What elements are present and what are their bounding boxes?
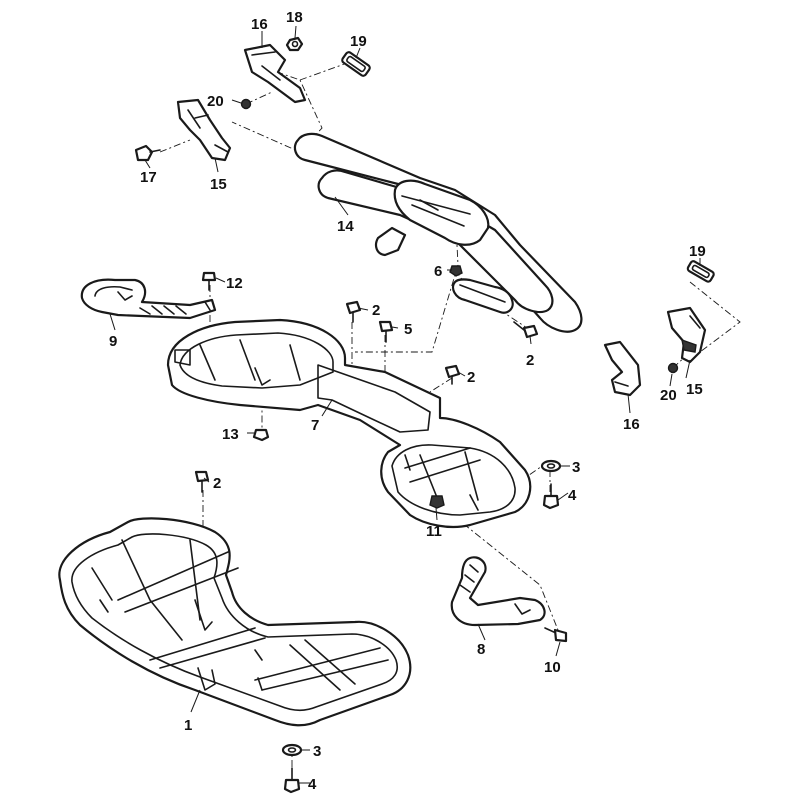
callout-2-upper: 2: [372, 302, 380, 319]
callout-20-right: 20: [660, 387, 677, 404]
callout-15-right: 15: [686, 381, 703, 398]
bolt-2-lower: [194, 470, 210, 493]
right-side-handle: [450, 556, 546, 627]
callout-4-right: 4: [568, 487, 577, 504]
callout-1: 1: [184, 717, 192, 734]
bolt-5: [378, 320, 394, 343]
bolt-4-right: [542, 483, 560, 510]
callout-19-top: 19: [350, 33, 367, 50]
callout-8: 8: [477, 641, 485, 658]
bolt-2-rack: [444, 364, 461, 385]
nut-13: [252, 428, 270, 442]
bolt-4-bottom: [283, 767, 301, 794]
reflectors: [341, 51, 715, 283]
callout-19-right: 19: [689, 243, 706, 260]
grab-bar: [293, 132, 583, 333]
callout-12: 12: [226, 275, 243, 292]
bolt-2-upper: [345, 300, 362, 323]
nut-18: [285, 36, 304, 52]
callout-5: 5: [404, 321, 412, 338]
callout-11: 11: [426, 523, 442, 540]
callout-13: 13: [222, 426, 239, 443]
washer-3-right: [540, 459, 562, 473]
callout-2-right: 2: [526, 352, 534, 369]
callout-16-top: 16: [251, 16, 268, 33]
callout-14: 14: [337, 218, 354, 235]
callout-18: 18: [286, 9, 303, 26]
nut-20-right: [667, 362, 679, 374]
callout-20-left: 20: [207, 93, 224, 110]
callout-10: 10: [544, 659, 561, 676]
bolt-12: [201, 271, 217, 291]
leader-lines: [109, 25, 701, 784]
right-brackets: [603, 306, 707, 397]
nut-20-left: [240, 98, 252, 110]
nut-11: [429, 495, 445, 509]
bolt-10: [544, 627, 568, 643]
hardware: [134, 36, 679, 794]
top-left-brackets: [176, 43, 307, 162]
callout-16-right: 16: [623, 416, 640, 433]
callout-17: 17: [140, 169, 157, 186]
rear-rack: [166, 318, 532, 529]
nut-6: [449, 265, 463, 277]
callout-7: 7: [311, 417, 319, 434]
callout-3-bottom: 3: [313, 743, 321, 760]
callout-6: 6: [434, 263, 442, 280]
callout-2-rack: 2: [467, 369, 475, 386]
front-rack: [58, 517, 412, 727]
callout-2-lower: 2: [213, 475, 221, 492]
callout-4-bottom: 4: [308, 776, 317, 793]
bolt-17: [134, 144, 161, 162]
left-side-handle: [80, 278, 217, 320]
bolt-2-rightmid: [513, 321, 539, 339]
washer-3-bottom: [281, 743, 303, 757]
callout-15-left: 15: [210, 176, 227, 193]
callout-9: 9: [109, 333, 117, 350]
callout-3-right: 3: [572, 459, 580, 476]
callouts: 1 2 2 2 2 3 3 4 4 5 6 7 8 9 10 11 12 13 …: [109, 9, 706, 793]
